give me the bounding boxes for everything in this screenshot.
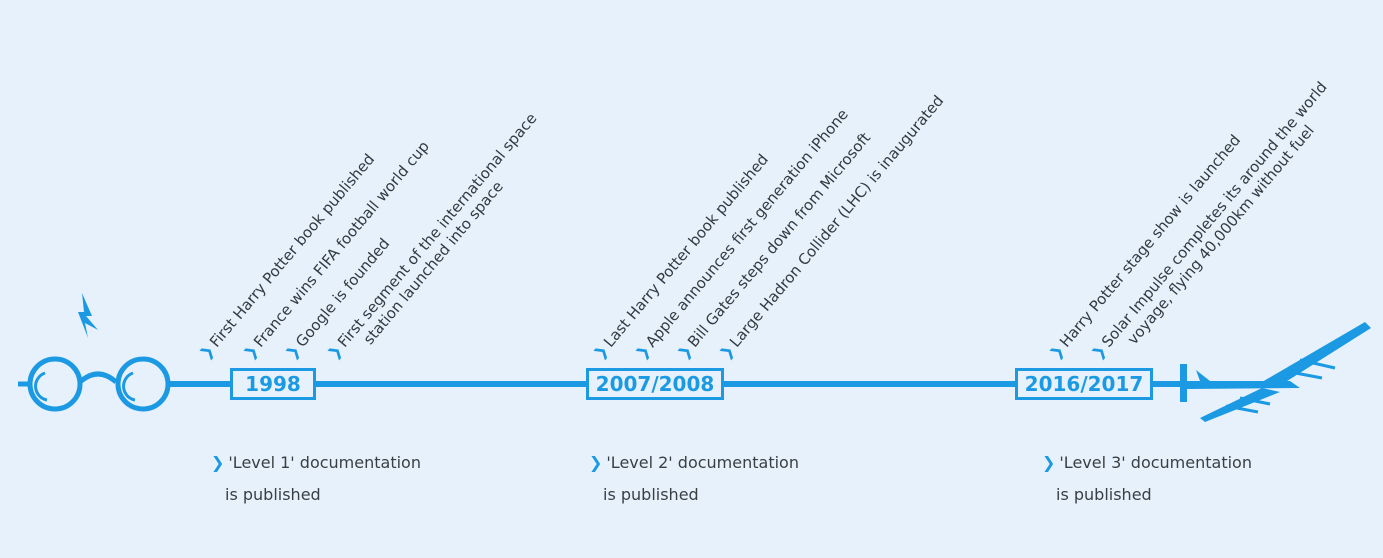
chevron-icon: ❯ bbox=[589, 453, 603, 472]
doc-note-level-2: ❯'Level 2' documentation is published bbox=[589, 453, 799, 504]
year-box-2016-2017: 2016/2017 bbox=[1015, 368, 1153, 400]
year-box-2007-2008: 2007/2008 bbox=[586, 368, 724, 400]
doc-note-level-3: ❯'Level 3' documentation is published bbox=[1042, 453, 1252, 504]
glasses-with-lightning-icon bbox=[18, 293, 171, 412]
chevron-icon: ❯ bbox=[1042, 453, 1056, 472]
year-box-1998: 1998 bbox=[230, 368, 316, 400]
chevron-icon: ❯ bbox=[211, 453, 225, 472]
doc-note-level-1: ❯'Level 1' documentation is published bbox=[211, 453, 421, 504]
